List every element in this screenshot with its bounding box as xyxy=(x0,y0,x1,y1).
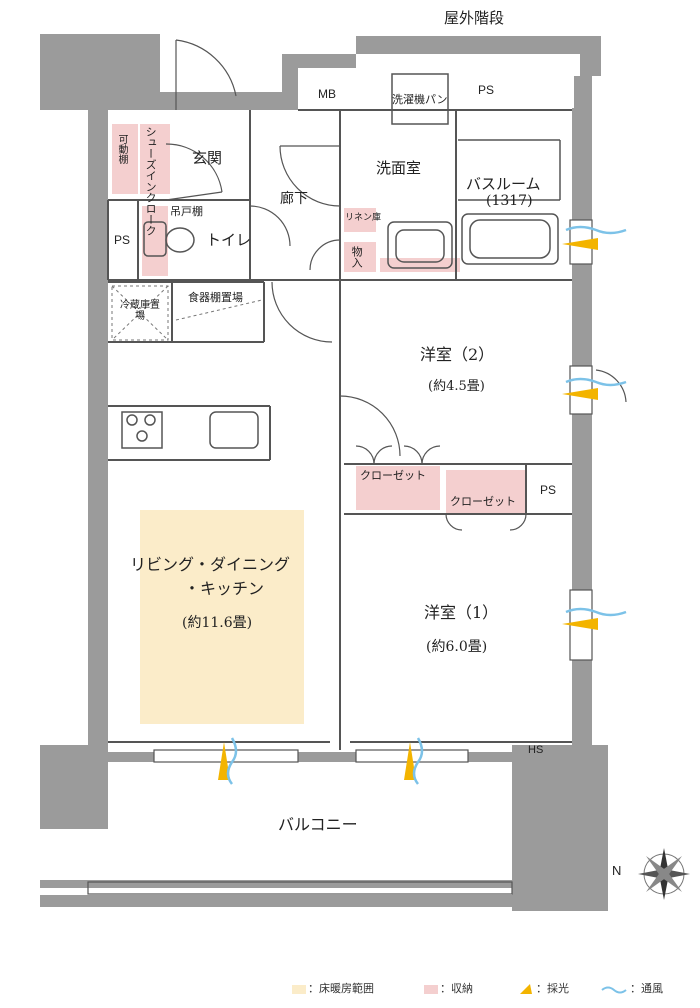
kitchen-fixtures xyxy=(121,411,259,449)
bath-fixtures xyxy=(387,73,561,269)
door-swings xyxy=(165,39,627,531)
washroom-label: 洗面室 xyxy=(376,159,422,177)
mb-label: MB xyxy=(318,87,336,101)
ldk-line2-label: ・キッチン xyxy=(184,579,265,598)
exterior-walls xyxy=(40,34,608,911)
storage-areas xyxy=(112,124,526,514)
balcony-label: バルコニー xyxy=(278,815,358,834)
north-label: N xyxy=(612,863,622,878)
toilet-fixture xyxy=(143,221,195,257)
ps-mid-label: PS xyxy=(540,483,557,497)
fridge-label: 冷蔵庫置場 xyxy=(120,300,160,322)
hs-label: HS xyxy=(528,744,544,756)
exterior-stairs-label: 屋外階段 xyxy=(444,9,505,27)
linen-label: リネン庫 xyxy=(345,213,382,223)
movable-shelf-label: 可動棚 xyxy=(116,134,127,164)
room2-label: 洋室（2） xyxy=(420,345,495,364)
legend-wind: ：通風 xyxy=(630,982,663,995)
ldk-size-label: (約11.6畳) xyxy=(182,615,253,631)
closet-b-label: クローゼット xyxy=(450,495,516,508)
bathroom-label: バスルーム xyxy=(466,175,541,193)
legend-light-swatch xyxy=(520,984,532,994)
legend-floor-heating-swatch xyxy=(292,985,306,994)
room1-size-label: (約6.0畳) xyxy=(426,639,488,655)
washer-pan-label: 洗濯機パン xyxy=(392,93,448,106)
room1-label: 洋室（1） xyxy=(424,603,499,622)
fridge-space xyxy=(111,285,263,341)
wind-indicators xyxy=(226,225,627,785)
legend-wind-swatch xyxy=(601,986,627,994)
room2-size-label: (約4.5畳) xyxy=(428,379,485,394)
compass-icon xyxy=(638,848,690,900)
floor-heating-area xyxy=(140,510,304,724)
ldk-line1-label: リビング・ダイニング xyxy=(130,555,291,574)
corridor-label: 廊下 xyxy=(280,191,308,207)
dish-shelf-label: 食器棚置場 xyxy=(188,291,243,304)
hanging-shelf-label: 吊戸棚 xyxy=(170,205,203,218)
ps-top-label: PS xyxy=(478,83,495,97)
storage-label: 物入 xyxy=(350,246,364,268)
closet-a-label: クローゼット xyxy=(360,469,426,482)
legend-storage: ：収納 xyxy=(440,982,473,995)
legend-storage-swatch xyxy=(424,985,438,994)
interior-walls xyxy=(107,109,572,750)
bathroom-size-label: (1317) xyxy=(486,193,533,209)
toilet-label: トイレ xyxy=(206,231,252,249)
legend-floor-heating: ：床暖房範囲 xyxy=(308,982,374,995)
ps-left-label: PS xyxy=(114,233,131,247)
legend-light: ：採光 xyxy=(536,982,569,995)
shoe-closet-label: シューズインクローク xyxy=(144,126,158,236)
entrance-label: 玄関 xyxy=(192,149,223,167)
